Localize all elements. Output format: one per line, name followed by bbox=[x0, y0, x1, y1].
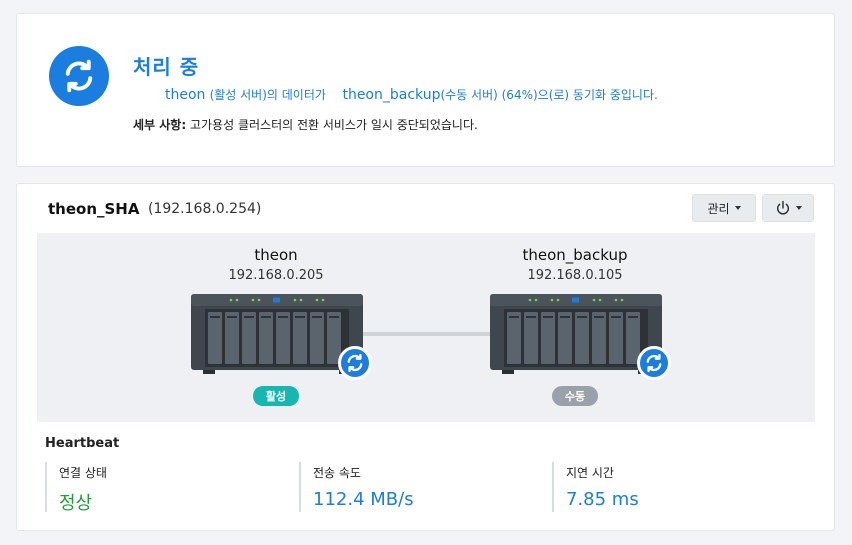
metric-value: 112.4 MB/s bbox=[313, 489, 414, 510]
metric-transfer-speed: 전송 속도 112.4 MB/s bbox=[299, 462, 414, 512]
node-ip-passive: 192.168.0.105 bbox=[527, 268, 623, 283]
chevron-down-icon bbox=[734, 206, 741, 210]
status-detail: 세부 사항: 고가용성 클러스터의 전환 서비스가 일시 중단되었습니다. bbox=[133, 116, 478, 133]
cluster-name: theon_SHA bbox=[48, 200, 140, 218]
status-message: theon (활성 서버)의 데이터가 theon_backup(수동 서버) … bbox=[165, 86, 658, 103]
node-name-active: theon bbox=[254, 246, 298, 264]
detail-text: 고가용성 클러스터의 전환 서비스가 일시 중단되었습니다. bbox=[189, 118, 478, 132]
node-ip-active: 192.168.0.205 bbox=[228, 268, 324, 283]
source-role: (활성 서버)의 데이터가 bbox=[209, 88, 326, 102]
source-host: theon bbox=[165, 87, 206, 103]
target-host: theon_backup bbox=[342, 87, 441, 103]
node-name-passive: theon_backup bbox=[522, 246, 628, 264]
cluster-ip: (192.168.0.254) bbox=[148, 201, 262, 217]
cluster-panel: theon_SHA (192.168.0.254) 관리 theon 192.1… bbox=[16, 183, 835, 531]
metric-latency: 지연 시간 7.85 ms bbox=[552, 462, 639, 512]
metric-connection-status: 연결 상태 정상 bbox=[45, 462, 107, 514]
cluster-diagram: theon 192.168.0.205 bbox=[37, 233, 815, 422]
manage-button[interactable]: 관리 bbox=[692, 194, 756, 222]
metric-label: 지연 시간 bbox=[566, 466, 614, 480]
metric-value: 정상 bbox=[59, 493, 93, 514]
chevron-down-icon bbox=[795, 206, 802, 210]
heartbeat-link bbox=[361, 332, 491, 336]
metric-value: 7.85 ms bbox=[566, 489, 639, 510]
manage-label: 관리 bbox=[707, 201, 730, 216]
detail-label: 세부 사항: bbox=[133, 118, 187, 132]
passive-badge: 수동 bbox=[552, 386, 598, 406]
sync-icon bbox=[338, 346, 372, 380]
status-title: 처리 중 bbox=[133, 55, 200, 79]
sync-icon bbox=[49, 46, 109, 106]
nas-device-icon bbox=[191, 294, 363, 374]
sync-status-panel: 처리 중 theon (활성 서버)의 데이터가 theon_backup(수동… bbox=[16, 13, 835, 167]
target-role: (수동 서버) (64%)으(로) 동기화 중입니다. bbox=[440, 88, 658, 102]
heartbeat-title: Heartbeat bbox=[45, 436, 120, 451]
nas-device-icon bbox=[490, 294, 662, 374]
active-badge: 활성 bbox=[253, 386, 299, 406]
metric-label: 전송 속도 bbox=[313, 466, 361, 480]
sync-icon bbox=[637, 346, 671, 380]
power-button[interactable] bbox=[762, 194, 814, 222]
metric-label: 연결 상태 bbox=[59, 466, 107, 480]
power-icon bbox=[776, 200, 789, 215]
